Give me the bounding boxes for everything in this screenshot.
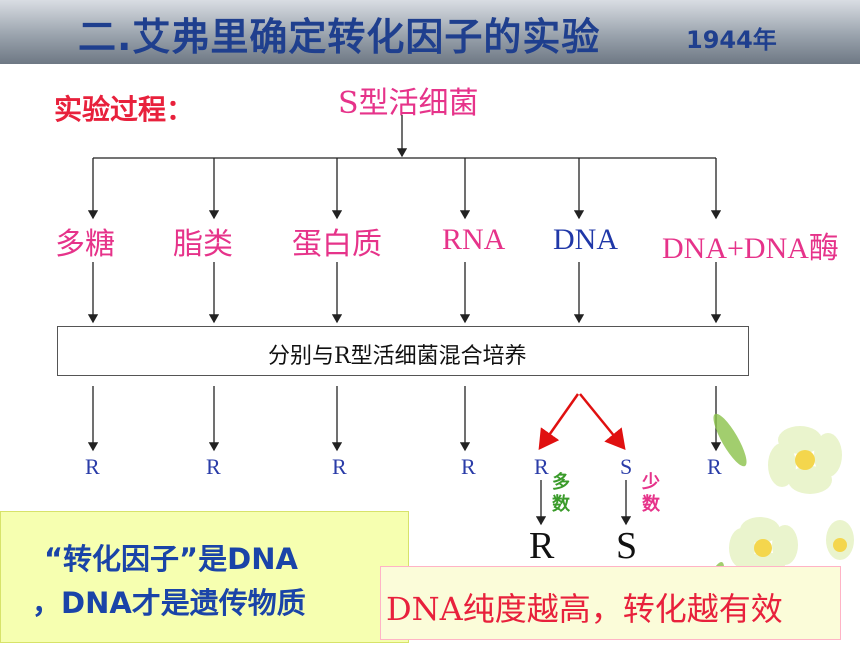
conclusion-box bbox=[0, 511, 409, 643]
process-label: 实验过程： bbox=[54, 93, 195, 126]
result-4: R bbox=[461, 454, 476, 479]
conclusion-line-1: “转化因子”是DNA bbox=[44, 542, 298, 576]
component-lipid: 脂类 bbox=[173, 227, 233, 262]
big-s: S bbox=[616, 525, 638, 567]
slide-title: 二.艾弗里确定转化因子的实验 bbox=[78, 15, 601, 59]
red-arrow-r bbox=[538, 393, 580, 451]
big-r: R bbox=[529, 525, 555, 567]
result-2: R bbox=[206, 454, 221, 479]
result-3: R bbox=[332, 454, 347, 479]
component-dna: DNA bbox=[553, 223, 618, 256]
mix-label: 分别与R型活细菌混合培养 bbox=[268, 344, 527, 369]
result-6: S bbox=[620, 454, 633, 479]
year-label: 1944年 bbox=[686, 26, 777, 54]
result-7: R bbox=[707, 454, 722, 479]
note-many: 多数 bbox=[549, 472, 570, 516]
purity-note: DNA纯度越高，转化越有效 bbox=[386, 590, 783, 628]
note-few: 少数 bbox=[639, 472, 660, 516]
red-arrow-s bbox=[579, 393, 626, 450]
purity-box bbox=[380, 566, 841, 640]
component-rna: RNA bbox=[442, 223, 506, 256]
conclusion-line-2: ，DNA才是遗传物质 bbox=[32, 586, 306, 620]
component-protein: 蛋白质 bbox=[292, 227, 382, 262]
source-label: S型活细菌 bbox=[338, 86, 479, 121]
result-1: R bbox=[85, 454, 100, 479]
mix-box bbox=[57, 326, 749, 376]
component-dna-dnase: DNA+DNA酶 bbox=[662, 232, 839, 265]
component-polysaccharide: 多糖 bbox=[55, 227, 115, 262]
title-bar bbox=[0, 0, 860, 64]
result-5: R bbox=[534, 454, 549, 479]
